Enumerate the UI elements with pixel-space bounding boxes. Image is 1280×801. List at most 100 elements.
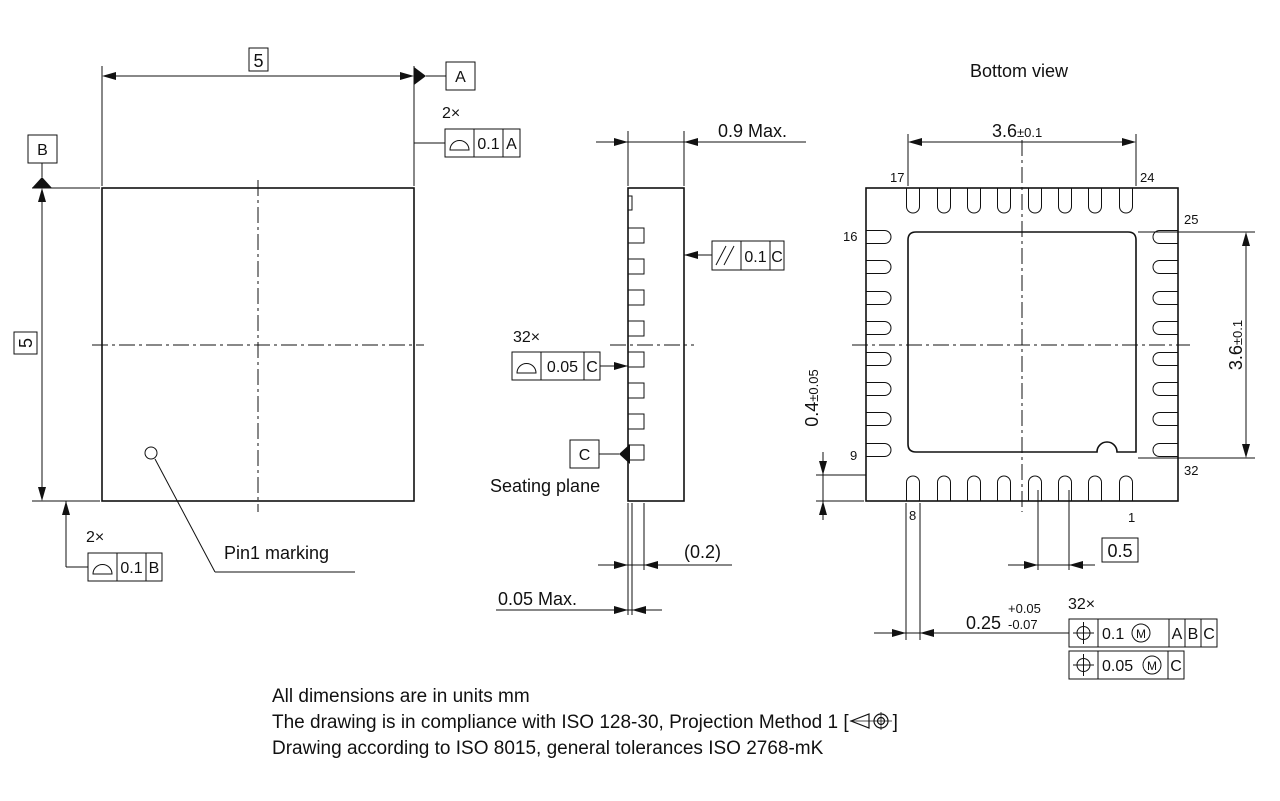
terminal-pad	[866, 412, 892, 426]
position-r1-value: 0.1	[1102, 626, 1124, 643]
pad-height-label: 3.6±0.1	[1226, 320, 1246, 370]
terminal-pad	[997, 188, 1011, 214]
profile-arrow	[614, 362, 628, 370]
terminal-pad	[866, 352, 892, 366]
position-count: 32×	[1068, 596, 1095, 613]
padw-tol-plus: +0.05	[1008, 601, 1041, 616]
terminal-pad	[1152, 260, 1178, 274]
side-lead	[627, 382, 645, 399]
terminal-pad	[866, 443, 892, 457]
height-basic-box	[13, 331, 38, 355]
pin1-marker	[144, 446, 158, 460]
position-r1-datum-c: C	[1203, 626, 1215, 643]
datum-b-triangle	[32, 177, 52, 188]
terminal-pad	[1152, 291, 1178, 305]
surface-profile-icon	[516, 363, 537, 374]
parallel-frame	[711, 240, 785, 271]
terminal-pad	[1152, 352, 1178, 366]
position-icon	[1073, 622, 1094, 644]
parallel-arrow	[684, 251, 698, 259]
terminal-pad	[906, 475, 920, 501]
exposed-pad	[907, 231, 1137, 453]
drawing-notes: All dimensions are in units mm The drawi…	[272, 684, 898, 762]
pin-label-24: 24	[1140, 170, 1154, 185]
terminal-pad	[1152, 321, 1178, 335]
terminal-pad	[1028, 188, 1042, 214]
profile-value: 0.05	[547, 359, 578, 376]
side-lead	[627, 195, 633, 211]
terminal-pad	[906, 188, 920, 214]
height-arrow-right	[684, 138, 698, 146]
top-view: Pin1 marking 5 A 2× 0.1 A 5	[13, 47, 521, 582]
profile-datum: C	[586, 359, 598, 376]
terminal-pad	[1152, 230, 1178, 244]
mmc-modifier-icon	[1131, 623, 1151, 643]
pad-length-arrow-top	[819, 461, 827, 475]
terminal-pad	[997, 475, 1011, 501]
width-arrow-left	[102, 72, 116, 80]
note-projection-end: ]	[892, 712, 898, 733]
bottom-view: Bottom view 17 24 16 25 9 32 8 1 3.6±0.1…	[802, 61, 1255, 680]
terminal-pad	[866, 230, 892, 244]
terminal-pad	[1152, 382, 1178, 396]
terminal-pad	[1152, 443, 1178, 457]
pads-top-row	[906, 188, 1133, 214]
side-view-leads	[627, 195, 645, 461]
position-r1-modifier: M	[1136, 627, 1146, 641]
pads-right-column	[1152, 230, 1178, 457]
position-r2-value: 0.05	[1102, 658, 1133, 675]
position-r1-datum-b: B	[1188, 626, 1199, 643]
datum-a-label: A	[455, 69, 466, 86]
side-lead	[627, 289, 645, 306]
terminal-pad	[1058, 188, 1072, 214]
datum-b-box	[27, 134, 58, 164]
tol-a-frame	[444, 128, 521, 158]
terminal-pad	[1152, 412, 1178, 426]
standoff-label: (0.2)	[684, 542, 721, 562]
pad-length-arrow-bottom	[819, 501, 827, 515]
mmc-modifier-icon	[1142, 655, 1162, 675]
pad-height-arrow-top	[1242, 232, 1250, 246]
terminal-pad	[866, 382, 892, 396]
note-tolerances: Drawing according to ISO 8015, general t…	[272, 738, 824, 759]
parallel-datum: C	[771, 249, 783, 266]
terminal-pad	[1058, 475, 1072, 501]
tol-b-count: 2×	[86, 529, 104, 546]
tol-a-count: 2×	[442, 105, 460, 122]
position-r1-datum-a: A	[1172, 626, 1183, 643]
width-arrow-right	[400, 72, 414, 80]
pad-length-label: 0.4±0.05	[802, 369, 822, 426]
height-arrow-top	[38, 188, 46, 202]
position-icon	[1073, 654, 1094, 676]
datum-a-box	[445, 61, 476, 91]
padw-label: 0.25	[966, 613, 1001, 633]
terminal-pad	[1119, 188, 1133, 214]
pad-width-label: 3.6±0.1	[992, 121, 1042, 141]
pitch-label: 0.5	[1107, 541, 1132, 561]
datum-b-label: B	[37, 142, 48, 159]
parallelism-icon	[715, 245, 727, 266]
pin1-label: Pin1 marking	[224, 543, 329, 563]
lead-max-label: 0.05 Max.	[498, 589, 577, 609]
tol-a-datum: A	[506, 136, 517, 153]
position-r2-datum-c: C	[1170, 658, 1182, 675]
terminal-pad	[1028, 475, 1042, 501]
surface-profile-icon	[449, 140, 470, 151]
terminal-pad	[1119, 475, 1133, 501]
side-lead	[627, 227, 645, 244]
pin-label-1: 1	[1128, 510, 1135, 525]
position-r2-modifier: M	[1147, 659, 1157, 673]
side-lead	[627, 320, 645, 337]
terminal-pad	[866, 260, 892, 274]
pin1-leader	[154, 458, 216, 573]
profile-count: 32×	[513, 329, 540, 346]
side-lead	[627, 444, 645, 461]
pin-label-25: 25	[1184, 212, 1198, 227]
terminal-pad	[1088, 475, 1102, 501]
padw-arrow-right	[920, 629, 934, 637]
pin-label-8: 8	[909, 508, 916, 523]
terminal-pad	[1088, 188, 1102, 214]
width-basic-box	[248, 47, 269, 72]
standoff-arrow-right	[644, 561, 658, 569]
